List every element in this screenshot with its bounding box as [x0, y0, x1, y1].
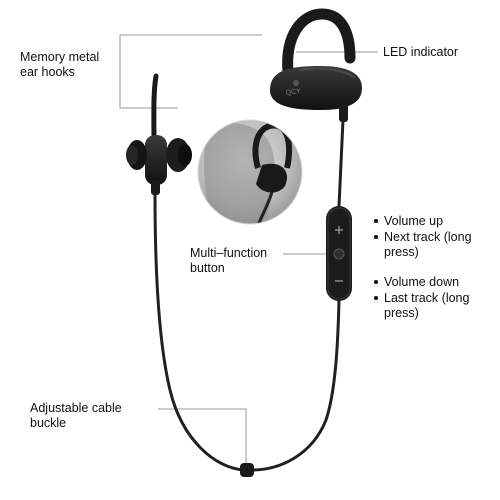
wearing-inset	[197, 119, 303, 225]
led-light	[293, 80, 299, 86]
cable-buckle	[240, 463, 254, 477]
multifunction-button	[333, 248, 345, 260]
next-track-label: Next track (long	[384, 230, 472, 244]
brand-logo: QCY	[285, 88, 301, 97]
cable	[153, 118, 345, 472]
next-track-row: Next track (long	[374, 230, 472, 245]
volume-down-row: Volume down	[374, 275, 459, 290]
cable-buckle-line-1: Adjustable cable	[30, 401, 122, 415]
multifunction-label: Multi–function button	[190, 246, 267, 276]
callout-cable-buckle	[158, 408, 247, 468]
callout-ear-hooks	[119, 35, 178, 109]
multifunction-line-2: button	[190, 261, 225, 275]
right-ear-hook	[282, 8, 356, 78]
volume-up-label: Volume up	[384, 214, 444, 228]
last-track-row: Last track (long	[374, 291, 469, 306]
next-track-continued: press)	[384, 245, 419, 259]
cable-right-upper	[337, 118, 345, 208]
volume-up-row: Volume up	[374, 214, 443, 229]
cable-buckle-label: Adjustable cable buckle	[30, 401, 122, 431]
callout-lines	[119, 34, 378, 468]
bullet-icon	[374, 218, 378, 223]
plus-icon	[335, 226, 343, 234]
multifunction-line-1: Multi–function	[190, 246, 268, 260]
ear-hooks-label: Memory metal ear hooks	[20, 50, 99, 80]
bullet-icon	[374, 295, 378, 300]
left-earphone	[126, 73, 192, 195]
ear-hooks-line-2: ear hooks	[20, 65, 75, 79]
led-label: LED indicator	[383, 45, 459, 59]
volume-down-label: Volume down	[384, 275, 460, 289]
last-track-continued: press)	[384, 306, 419, 320]
right-earphone: QCY	[270, 8, 362, 122]
inline-remote	[326, 206, 352, 301]
bullet-icon	[374, 279, 378, 284]
cable-buckle-line-2: buckle	[30, 416, 67, 430]
cable-left	[153, 192, 246, 472]
last-track-label: Last track (long	[384, 291, 470, 305]
bullet-icon	[374, 234, 378, 239]
ear-hooks-line-1: Memory metal	[20, 50, 100, 64]
cable-right-lower	[250, 298, 341, 472]
